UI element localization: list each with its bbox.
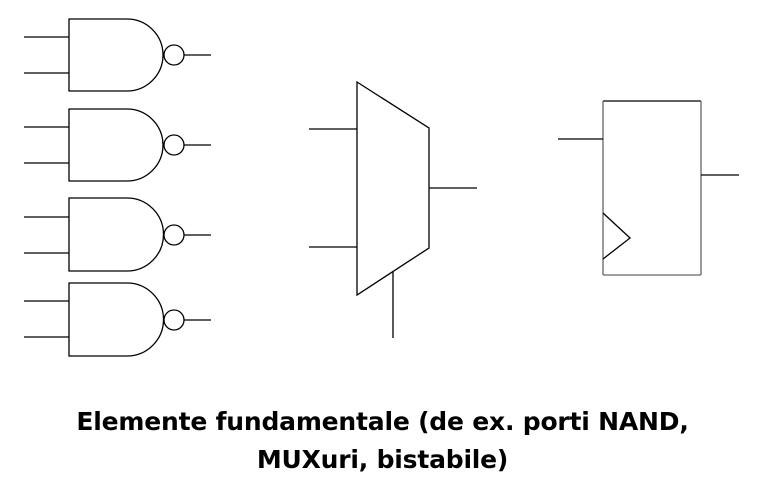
nand-3-inversion-bubble (163, 224, 185, 246)
nand-gate-2 (24, 108, 211, 182)
mux-body (356, 80, 430, 297)
nand-2-body (68, 108, 164, 182)
nand-gate-3 (24, 197, 211, 272)
nand-1-body (68, 18, 164, 92)
flip-flop (558, 100, 739, 276)
nand-3-body (68, 197, 165, 272)
nand-2-inversion-bubble (163, 134, 185, 156)
caption-line-1: Elemente fundamentale (de ex. porti NAND… (76, 407, 689, 436)
flip-flop-clock-triangle (602, 212, 632, 260)
figure-caption: Elemente fundamentale (de ex. porti NAND… (0, 403, 765, 479)
logic-elements-diagram (24, 18, 739, 357)
nand-4-inversion-bubble (163, 309, 185, 331)
nand-gate-1 (24, 18, 211, 92)
nand-1-inversion-bubble (163, 44, 185, 66)
caption-line-2: MUXuri, bistabile) (256, 445, 509, 474)
nand-4-body (68, 282, 165, 357)
nand-gate-4 (24, 282, 211, 357)
multiplexer (309, 80, 477, 338)
